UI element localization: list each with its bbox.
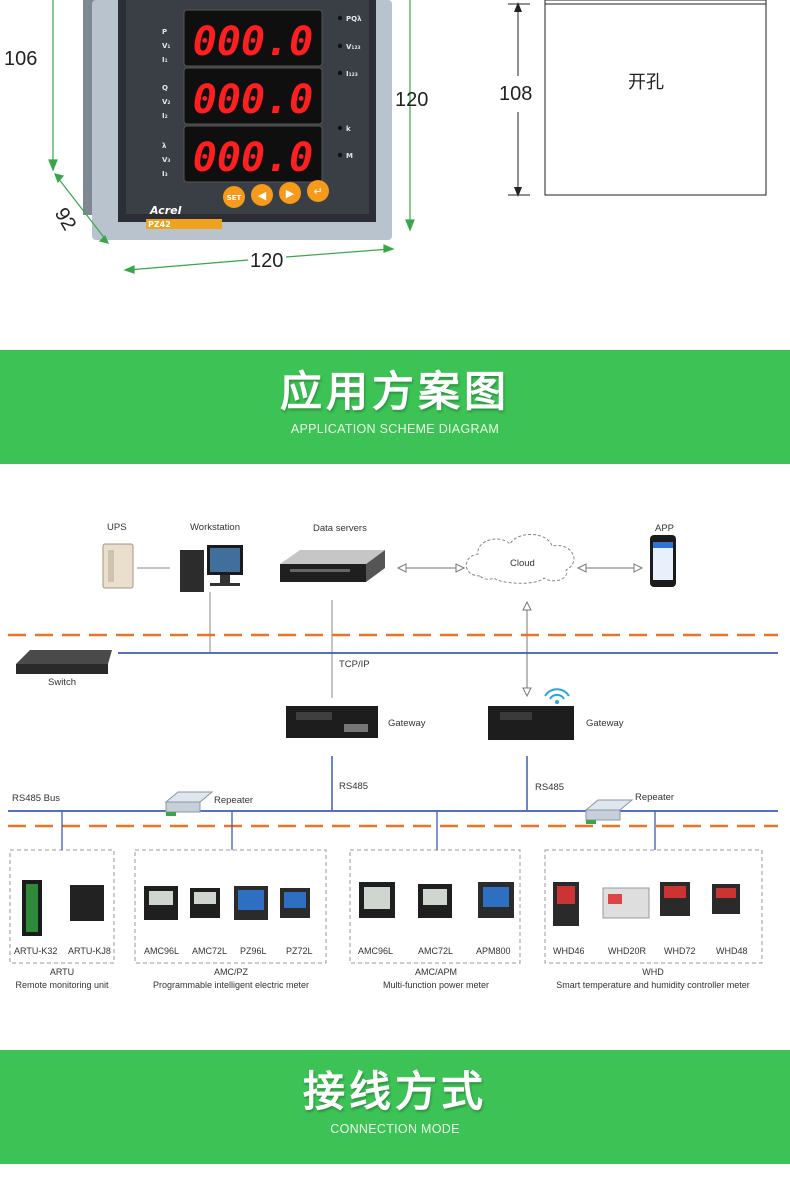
cloud-label: Cloud	[510, 558, 535, 569]
dim-cutout-height: 108	[499, 83, 532, 105]
servers-label: Data servers	[313, 523, 367, 534]
group-desc: Programmable intelligent electric meter	[153, 980, 309, 990]
group-name: AMC/APM	[415, 967, 457, 977]
dim-panel-height: 120	[395, 89, 428, 111]
tcpip-label: TCP/IP	[339, 659, 370, 670]
meter-display-2: 000.0	[193, 77, 313, 123]
repeater-icon	[584, 799, 634, 824]
meter-left-label: P	[162, 28, 167, 36]
cutout-drawing	[508, 0, 767, 197]
meter-left-label: λ	[162, 142, 167, 150]
gateway-label-2: Gateway	[586, 718, 624, 729]
device-label: APM800	[476, 946, 511, 956]
switch-icon	[16, 650, 112, 674]
device-label: AMC96L	[358, 946, 393, 956]
banner-title: 接线方式	[302, 1067, 487, 1116]
workstation-label: Workstation	[190, 522, 240, 533]
cutout-label: 开孔	[628, 72, 664, 93]
set-button[interactable]: SET	[227, 194, 242, 202]
meter-buttons: SET ◀ ▶ ↵	[223, 180, 329, 208]
device-label: AMC72L	[418, 946, 453, 956]
meter-right-label: V₁₂₃	[346, 43, 361, 51]
application-scheme-diagram: UPS Workstation Data servers APP Cloud	[8, 522, 778, 990]
group-name: ARTU	[50, 967, 74, 977]
section-banner-connection: 接线方式 CONNECTION MODE	[0, 1050, 790, 1164]
ups-label: UPS	[107, 522, 127, 533]
enter-button[interactable]: ↵	[313, 185, 322, 198]
gateway-label-1: Gateway	[388, 718, 426, 729]
device-label: ARTU-KJ8	[68, 946, 111, 956]
banner-subtitle: CONNECTION MODE	[330, 1122, 460, 1136]
banner-subtitle: APPLICATION SCHEME DIAGRAM	[290, 422, 500, 436]
meter-left-label: V₂	[162, 98, 170, 106]
app-phone-icon	[650, 535, 676, 587]
device-label: PZ72L	[286, 946, 313, 956]
cloud-icon	[465, 534, 575, 584]
dimension-drawing: 000.0 000.0 000.0 P V₁ I₁ Q V₂ I₂ λ V₃ I…	[4, 0, 767, 274]
repeater-label-1: Repeater	[214, 795, 253, 806]
repeater-icon	[164, 791, 214, 816]
data-server-icon	[280, 550, 385, 582]
meter-left-label: I₂	[162, 112, 168, 120]
meter-brand: Acrel	[149, 204, 182, 217]
repeater-label-2: Repeater	[635, 792, 674, 803]
rs485-label-1: RS485	[339, 781, 368, 792]
meter-right-label: M	[346, 152, 353, 160]
device-label: AMC96L	[144, 946, 179, 956]
gateway-wifi-icon	[488, 688, 574, 740]
left-button[interactable]: ◀	[258, 189, 267, 202]
section-banner-application: 应用方案图 APPLICATION SCHEME DIAGRAM	[0, 350, 790, 464]
right-button[interactable]: ▶	[286, 187, 295, 200]
meter-left-label: Q	[162, 84, 168, 92]
group-desc: Remote monitoring unit	[15, 980, 109, 990]
meter-display-1: 000.0	[193, 19, 313, 65]
rs485-label-2: RS485	[535, 782, 564, 793]
group-name: AMC/PZ	[214, 967, 249, 977]
meter-display-3: 000.0	[193, 135, 313, 181]
dim-front-height: 106	[4, 48, 37, 70]
device-label: WHD46	[553, 946, 585, 956]
workstation-icon	[180, 545, 243, 592]
device-label: PZ96L	[240, 946, 267, 956]
device-label: WHD72	[664, 946, 696, 956]
group-name: WHD	[642, 967, 664, 977]
meter-left-label: V₃	[162, 156, 170, 164]
meter-device: 000.0 000.0 000.0 P V₁ I₁ Q V₂ I₂ λ V₃ I…	[83, 0, 392, 240]
meter-left-label: I₁	[162, 56, 168, 64]
dim-width: 120	[250, 250, 283, 272]
switch-label: Switch	[48, 677, 76, 688]
group-desc: Multi-function power meter	[383, 980, 489, 990]
meter-right-label: I₁₂₃	[346, 70, 358, 78]
meter-left-label: V₁	[162, 42, 170, 50]
meter-model: PZ42	[148, 220, 171, 229]
device-label: WHD20R	[608, 946, 647, 956]
app-label: APP	[655, 523, 674, 534]
meter-right-label: k	[346, 125, 351, 133]
dim-depth: 92	[50, 204, 80, 234]
banner-title: 应用方案图	[279, 367, 510, 416]
device-label: ARTU-K32	[14, 946, 57, 956]
rs485-bus-label: RS485 Bus	[12, 793, 60, 804]
device-label: WHD48	[716, 946, 748, 956]
meter-left-label: I₃	[162, 170, 168, 178]
group-desc: Smart temperature and humidity controlle…	[556, 980, 750, 990]
gateway-icon	[286, 706, 378, 738]
ups-icon	[102, 543, 134, 589]
meter-right-label: PQλ	[346, 15, 362, 23]
device-label: AMC72L	[192, 946, 227, 956]
